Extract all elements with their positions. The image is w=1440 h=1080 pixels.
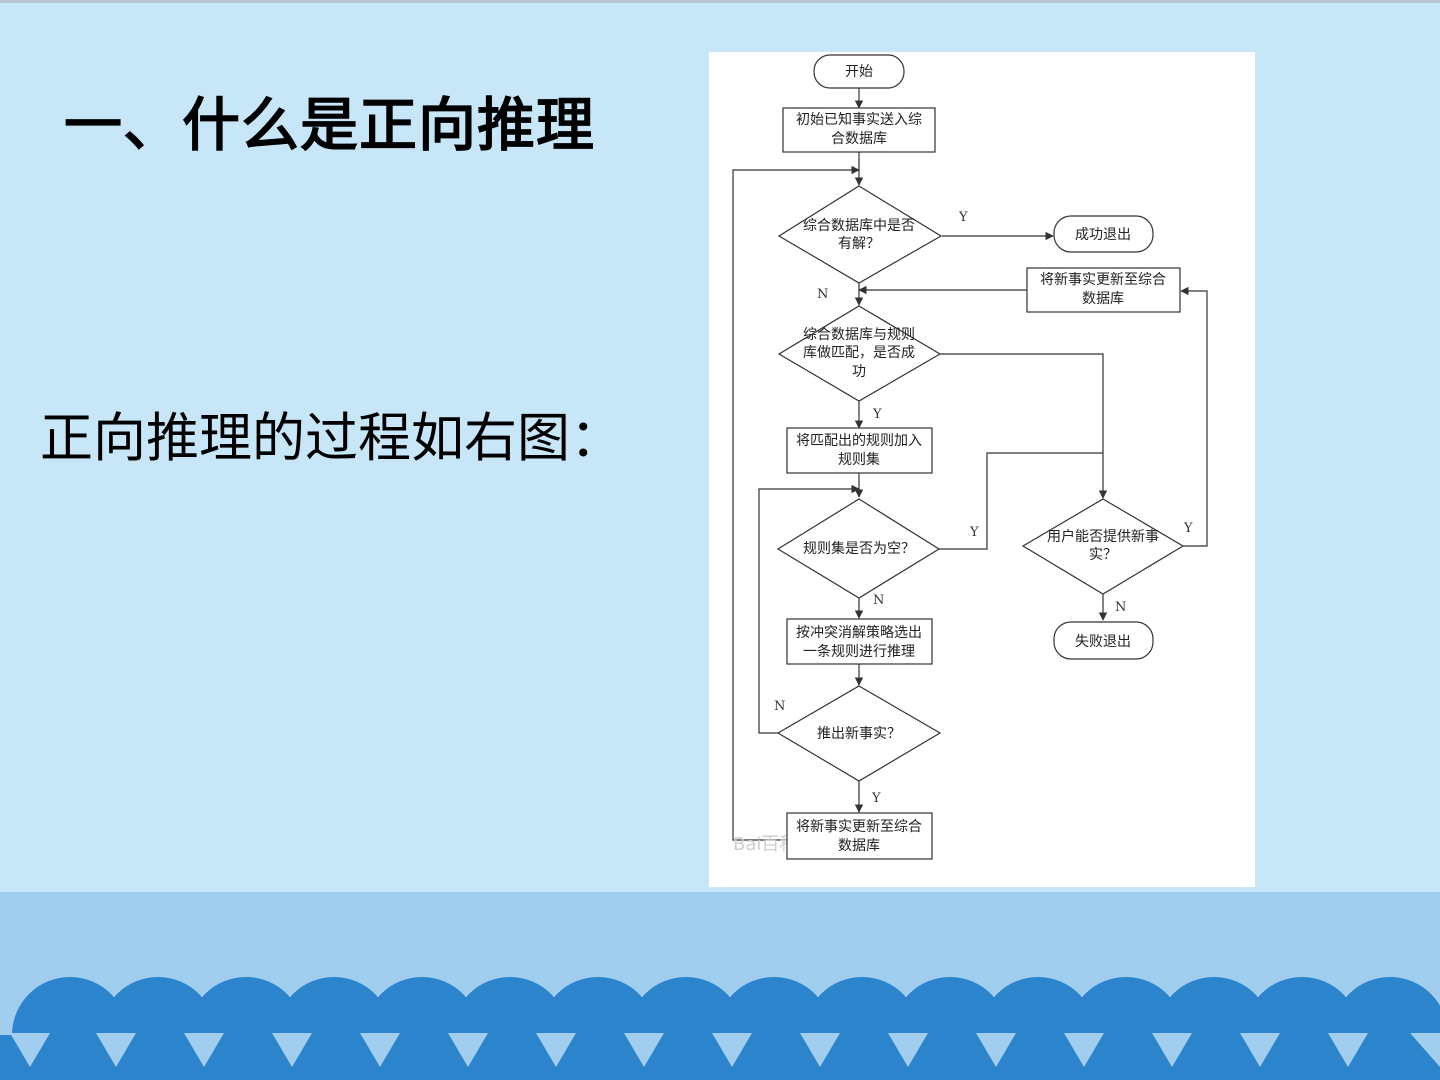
flowchart-add-rule-set-node <box>786 427 933 474</box>
flowchart-success-exit-node <box>1053 215 1154 253</box>
flowchart-update-db-bottom-line1: 将新事实更新至综合 <box>796 819 922 835</box>
flowchart-user-new-fact-line2: 实？ <box>1089 547 1117 563</box>
flowchart-connectors <box>732 88 1208 841</box>
flowchart-init-node <box>782 107 936 153</box>
flowchart-fail-exit-node <box>1053 621 1154 660</box>
flowchart-match-rules-line2: 库做匹配，是否成 <box>803 345 915 361</box>
branch-label-y4: Y <box>1183 521 1193 536</box>
flowchart-update-db-bottom-node <box>786 812 933 860</box>
flowchart-derive-new-fact-node <box>776 685 942 782</box>
flowchart-rule-set-empty-label: 规则集是否为空？ <box>803 540 915 557</box>
flowchart-start-label: 开始 <box>845 64 873 80</box>
flowchart-conflict-resolution-node <box>786 618 933 665</box>
flowchart-rule-set-empty-node <box>776 498 941 599</box>
flowchart-update-db-right-line1: 将新事实更新至综合 <box>1040 272 1166 288</box>
flowchart-update-db-bottom-line2: 数据库 <box>838 838 880 854</box>
branch-label-y5: Y <box>871 791 881 806</box>
flowchart-has-solution-line2: 有解？ <box>838 236 880 252</box>
flowchart-conflict-resolution-line2: 一条规则进行推理 <box>803 643 915 660</box>
flowchart-watermark: Bai百科 <box>733 834 797 855</box>
slide-title: 一、什么是正向推理 <box>64 91 596 159</box>
flowchart-conflict-resolution-line1: 按冲突消解策略选出 <box>796 624 922 641</box>
branch-label-n4: N <box>1115 600 1126 615</box>
slide-body-text: 正向推理的过程如右图： <box>40 408 623 469</box>
flowchart-user-new-fact-line1: 用户能否提供新事 <box>1047 528 1159 545</box>
branch-label-n3: N <box>873 593 884 608</box>
flowchart-add-rule-set-line2: 规则集 <box>838 451 880 468</box>
branch-label-y3: Y <box>969 525 979 540</box>
branch-label-y1: Y <box>958 210 968 225</box>
flowchart-start-node <box>813 54 905 89</box>
flowchart-derive-new-fact-label: 推出新事实？ <box>817 726 901 742</box>
flowchart-match-rules-line3: 功 <box>852 364 866 380</box>
top-border-line <box>0 0 1440 3</box>
flowchart-svg: 开始 初始已知事实送入综 合数据库 综合数据库中是否 有解？ 成功退出 将新事实… <box>732 54 1208 860</box>
flowchart-init-line2: 合数据库 <box>831 131 887 147</box>
flowchart-add-rule-set-line1: 将匹配出的规则加入 <box>796 433 922 449</box>
branch-label-y2: Y <box>872 407 882 422</box>
flowchart-user-new-fact-node <box>1021 498 1185 595</box>
flowchart-match-rules-line1: 综合数据库与规则 <box>803 327 915 343</box>
flowchart-fail-exit-label: 失败退出 <box>1075 634 1131 650</box>
flowchart-update-db-right-node <box>1026 267 1181 313</box>
branch-label-n5: N <box>774 699 785 714</box>
flowchart-init-line1: 初始已知事实送入综 <box>796 111 922 128</box>
branch-label-n1: N <box>817 287 828 302</box>
flowchart-has-solution-node <box>777 185 943 284</box>
flowchart-has-solution-line1: 综合数据库中是否 <box>803 218 915 234</box>
flowchart-image: 开始 初始已知事实送入综 合数据库 综合数据库中是否 有解？ 成功退出 将新事实… <box>709 52 1255 887</box>
flowchart-match-rules-node <box>777 305 942 402</box>
footer-wave-decoration <box>0 977 1440 1080</box>
flowchart-success-exit-label: 成功退出 <box>1075 227 1131 243</box>
flowchart-update-db-right-line2: 数据库 <box>1082 291 1124 307</box>
